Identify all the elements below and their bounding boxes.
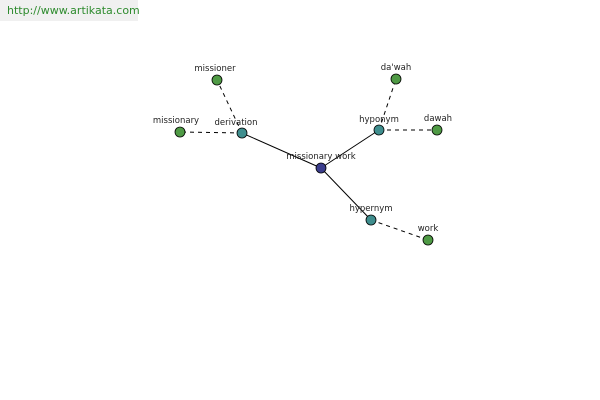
edges-layer (179, 78, 437, 241)
edge-derivation-missioner (216, 79, 243, 134)
edge-hypernym-work (370, 219, 429, 241)
node-label-dawah1: da'wah (381, 63, 412, 73)
node-circle-hyponym[interactable] (373, 124, 385, 136)
node-circle-work[interactable] (422, 234, 434, 246)
node-circle-center[interactable] (315, 162, 327, 174)
node-label-hypernym: hypernym (349, 204, 392, 214)
node-circle-missioner[interactable] (211, 74, 223, 86)
node-work[interactable]: work (418, 224, 439, 246)
node-dawah1[interactable]: da'wah (381, 63, 412, 85)
node-hypernym[interactable]: hypernym (349, 204, 393, 226)
node-dawah2[interactable]: dawah (424, 114, 452, 136)
node-circle-dawah1[interactable] (390, 73, 402, 85)
node-circle-hypernym[interactable] (365, 214, 377, 226)
watermark-link[interactable]: http://www.artikata.com (0, 0, 140, 21)
node-derivation[interactable]: derivation (214, 118, 258, 139)
edge-center-hypernym (320, 167, 372, 221)
node-circle-missionary[interactable] (174, 126, 186, 138)
edge-hyponym-dawah1 (378, 78, 397, 131)
node-label-hyponym: hyponym (359, 115, 399, 125)
edge-center-derivation (241, 132, 322, 169)
node-missioner[interactable]: missioner (194, 64, 236, 86)
node-circle-dawah2[interactable] (431, 124, 443, 136)
node-circle-derivation[interactable] (236, 127, 248, 139)
node-label-center: missionary work (286, 152, 356, 162)
edge-derivation-missionary (179, 131, 243, 134)
node-label-missioner: missioner (194, 64, 236, 74)
nodes-layer: missionary work derivation hyponym hypernym… (153, 63, 452, 246)
edge-center-hyponym (320, 129, 380, 169)
node-missionary[interactable]: missionary (153, 116, 199, 138)
node-label-missionary: missionary (153, 116, 199, 126)
node-center[interactable]: missionary work (286, 152, 356, 174)
node-label-dawah2: dawah (424, 114, 452, 124)
node-hyponym[interactable]: hyponym (359, 115, 399, 136)
node-label-work: work (418, 224, 439, 234)
node-label-derivation: derivation (214, 118, 257, 128)
